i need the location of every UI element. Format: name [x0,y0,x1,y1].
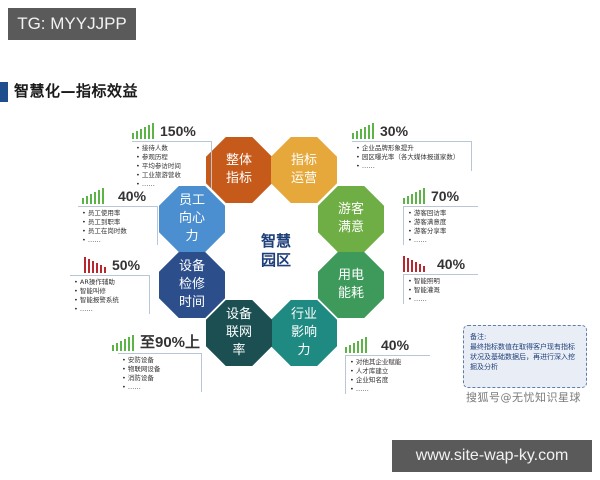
metric-power: 40% 智能照明 智能灌溉 …… [403,252,478,304]
metric-value: 40% [437,256,466,272]
metric-item: 员工在岗时数 [82,227,153,236]
metric-visitor: 70% 游客回访率 游客满意度 游客分享率 …… [403,184,478,245]
metric-item: …… [350,385,426,394]
octagon-label: 行业 影响 力 [290,307,317,358]
metric-item: …… [136,180,207,189]
metric-item: 游客分享率 [408,227,474,236]
site-badge: www.site-wap-ky.com [392,440,592,472]
tg-badge: TG: MYYJJPP [8,8,136,40]
metric-item: …… [408,295,474,304]
metric-value: 70% [431,188,460,204]
metric-network: 至90%上 安防设备 物联网设备 消防设备 …… [112,331,202,392]
metric-item: …… [356,162,467,171]
metric-item: …… [408,236,474,245]
metric-item: 物联网设备 [122,365,197,374]
decline-bars-icon [84,257,106,273]
center-label: 智慧 园区 [260,232,291,269]
octagon-overall: 整体 指标 [206,137,272,203]
octagon-label: 设备 联网 率 [225,307,252,358]
metric-industry: 40% 对他其企业赋能 人才库建立 企业知名度 …… [345,333,430,394]
octagon-power: 用电 能耗 [318,252,384,318]
metric-item: …… [74,305,145,314]
growth-bars-icon [112,335,134,351]
title-accent-bar [0,82,8,102]
octagon-staff: 员工 向心 力 [159,186,225,252]
note-body: 最终指标数值在取得客户现有指标状况及基础数据后，再进行深入挖掘及分析 [470,343,575,371]
metric-item: 智能叫修 [74,287,145,296]
metric-operation: 30% 企业品牌形象提升 园区曝光率（各大媒体报道家数） …… [352,119,472,171]
metric-item: 企业品牌形象提升 [356,144,467,153]
growth-bars-icon [352,123,374,139]
decline-bars-icon [403,256,425,272]
metric-item: 智能灌溉 [408,286,474,295]
growth-bars-icon [82,188,104,204]
octagon-label: 整体 指标 [225,153,252,186]
metric-value: 40% [381,337,410,353]
metric-value: 至90%上 [140,334,201,351]
metric-value: 150% [160,123,196,139]
octagon-label: 指标 运营 [290,153,317,186]
metric-overall: 150% 接待人数 参观历程 平均参访时间 工业旅游营收 …… [132,119,212,189]
metric-item: 安防设备 [122,356,197,365]
metric-staff: 40% 员工使用率 员工到职率 员工在岗时数 …… [78,184,158,245]
octagon-operation: 指标 运营 [271,137,337,203]
octagon-maintenance: 设备 检修 时间 [159,252,225,318]
growth-bars-icon [403,188,425,204]
octagon-industry: 行业 影响 力 [271,300,337,366]
growth-bars-icon [132,123,154,139]
metric-maintenance: 50% AR操作辅助 智能叫修 智能报警系统 …… [70,253,150,314]
metric-item: …… [122,383,197,392]
growth-bars-icon [345,337,367,353]
octagon-visitor: 游客 满意 [318,186,384,252]
metric-item: 游客满意度 [408,218,474,227]
metric-item: …… [82,236,153,245]
metric-item: 接待人数 [136,144,207,153]
metric-item: 参观历程 [136,153,207,162]
metric-item: 园区曝光率（各大媒体报道家数） [356,153,467,162]
metric-item: 人才库建立 [350,367,426,376]
octagon-label: 游客 满意 [337,202,364,235]
page-title: 智慧化—指标效益 [14,82,139,100]
octagon-label: 用电 能耗 [337,268,364,301]
octagon-label: 员工 向心 力 [178,193,205,244]
metric-value: 30% [380,123,409,139]
metric-item: 智能报警系统 [74,296,145,305]
metric-item: 企业知名度 [350,376,426,385]
metric-item: 智能照明 [408,277,474,286]
metric-item: AR操作辅助 [74,278,145,287]
metric-item: 对他其企业赋能 [350,358,426,367]
metric-item: 工业旅游营收 [136,171,207,180]
metric-item: 平均参访时间 [136,162,207,171]
note-title: 备注: [470,333,487,341]
metric-item: 员工使用率 [82,209,153,218]
octagon-network: 设备 联网 率 [206,300,272,366]
metric-value: 40% [118,188,147,204]
metric-item: 员工到职率 [82,218,153,227]
watermark: 搜狐号@无忧知识星球 [466,391,581,404]
octagon-label: 设备 检修 时间 [178,259,205,310]
note-box: 备注: 最终指标数值在取得客户现有指标状况及基础数据后，再进行深入挖掘及分析 [463,325,587,388]
metric-value: 50% [112,257,141,273]
metric-item: 消防设备 [122,374,197,383]
metric-item: 游客回访率 [408,209,474,218]
